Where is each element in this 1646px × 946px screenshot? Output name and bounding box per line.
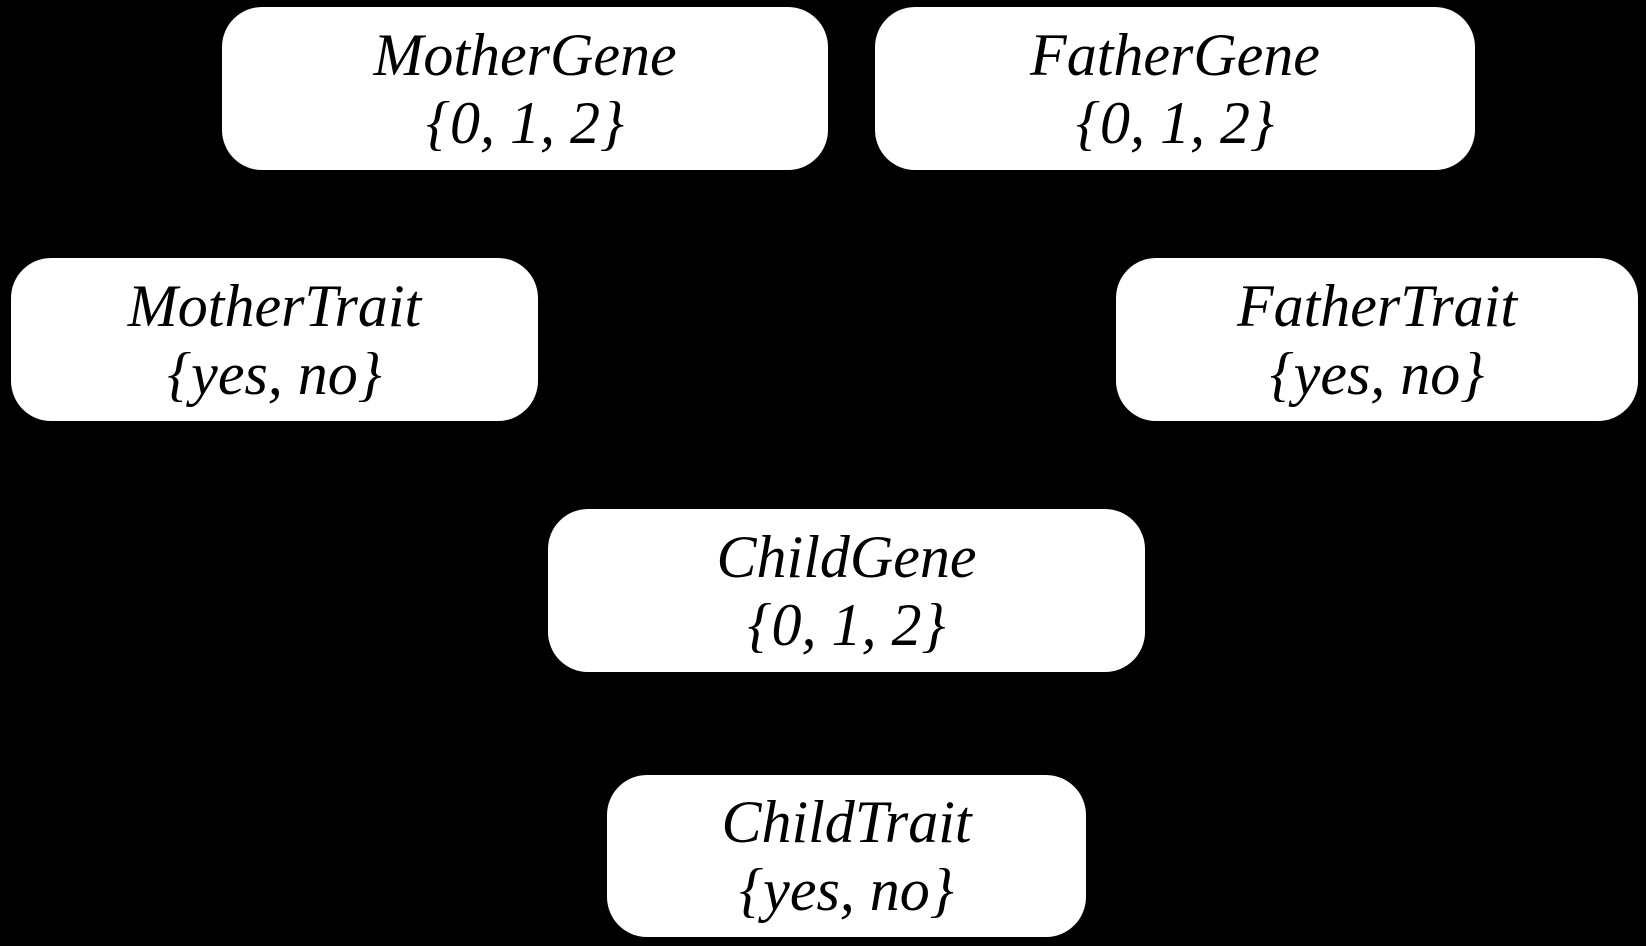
node-mother-trait: MotherTrait {yes, no} (11, 258, 538, 421)
node-father-gene: FatherGene {0, 1, 2} (875, 7, 1475, 170)
node-father-trait: FatherTrait {yes, no} (1116, 258, 1638, 421)
node-father-gene-title: FatherGene (1030, 21, 1320, 88)
node-child-gene: ChildGene {0, 1, 2} (548, 509, 1145, 672)
node-child-gene-title: ChildGene (716, 523, 977, 590)
node-mother-gene-domain: {0, 1, 2} (426, 89, 624, 156)
node-child-gene-domain: {0, 1, 2} (747, 591, 946, 658)
node-father-trait-title: FatherTrait (1236, 272, 1518, 339)
node-father-trait-domain: {yes, no} (1269, 340, 1485, 407)
node-mother-gene-title: MotherGene (373, 21, 677, 88)
node-mother-gene: MotherGene {0, 1, 2} (222, 7, 828, 170)
node-child-trait-title: ChildTrait (721, 789, 972, 855)
node-child-trait-domain: {yes, no} (739, 857, 954, 923)
node-child-trait: ChildTrait {yes, no} (607, 775, 1086, 937)
node-father-gene-domain: {0, 1, 2} (1076, 89, 1274, 156)
node-mother-trait-title: MotherTrait (127, 272, 422, 339)
node-mother-trait-domain: {yes, no} (167, 340, 382, 407)
